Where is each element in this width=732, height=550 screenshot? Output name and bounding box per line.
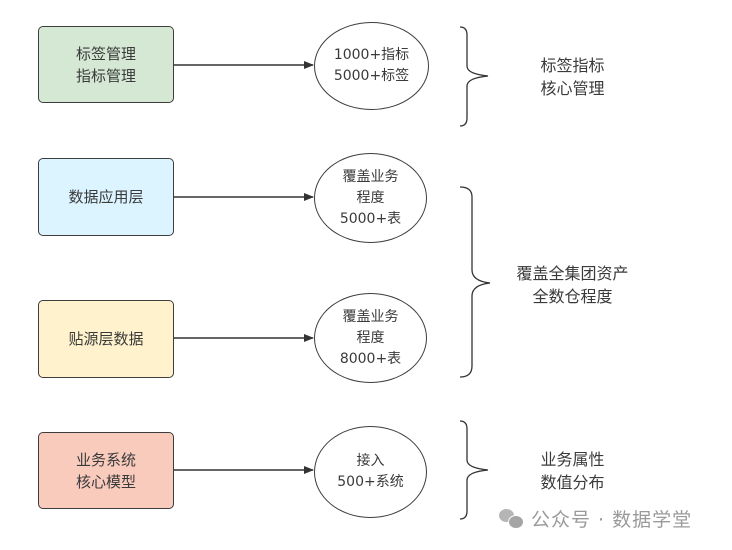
source-box-ods-layer: 贴源层数据 [38, 300, 174, 378]
ellipse-text: 5000+表 [339, 210, 402, 227]
ellipse-text: 5000+标签 [333, 68, 410, 84]
source-box-business-system: 业务系统 核心模型 [38, 432, 174, 509]
box-text: 数据应用层 [68, 188, 144, 206]
label-text: 业务属性 [540, 450, 605, 469]
ellipse-text: 程度 [356, 329, 385, 346]
brace-2 [459, 186, 491, 378]
label-text: 核心管理 [540, 79, 605, 98]
ellipse-text: 覆盖业务 [342, 168, 399, 185]
watermark-text: 公众号 · 数据学堂 [531, 509, 693, 531]
box-text: 指标管理 [75, 66, 136, 85]
watermark: 公众号 · 数据学堂 [499, 505, 692, 532]
source-box-tag-metric: 标签管理 指标管理 [38, 26, 174, 103]
box-text: 标签管理 [75, 44, 136, 63]
box-text: 业务系统 [75, 450, 136, 469]
brace-3 [459, 420, 489, 520]
ellipse-text: 覆盖业务 [342, 308, 399, 325]
ellipse-text: 500+系统 [337, 474, 404, 490]
wechat-icon [499, 508, 524, 529]
label-text: 全数仓程度 [532, 287, 613, 306]
brace-label-business-attributes: 业务属性 数值分布 [520, 448, 625, 494]
ellipse-text: 程度 [356, 189, 385, 206]
brace-1 [459, 26, 489, 127]
box-text: 贴源层数据 [68, 330, 144, 348]
target-ellipse-systems: 接入 500+系统 [314, 426, 427, 518]
target-ellipse-metrics-tags: 1000+指标 5000+标签 [314, 22, 429, 110]
label-text: 数值分布 [540, 473, 605, 492]
label-text: 覆盖全集团资产 [516, 264, 629, 283]
target-ellipse-ods-coverage: 覆盖业务 程度 8000+表 [314, 293, 427, 383]
brace-label-core-management: 标签指标 核心管理 [520, 54, 625, 100]
brace-label-group-assets: 覆盖全集团资产 全数仓程度 [500, 262, 645, 308]
ellipse-text: 8000+表 [339, 350, 402, 367]
box-text: 核心模型 [75, 472, 136, 491]
label-text: 标签指标 [540, 56, 605, 75]
target-ellipse-app-coverage: 覆盖业务 程度 5000+表 [314, 153, 427, 243]
ellipse-text: 1000+指标 [333, 47, 410, 63]
ellipse-text: 接入 [356, 453, 385, 469]
source-box-app-layer: 数据应用层 [38, 158, 174, 236]
